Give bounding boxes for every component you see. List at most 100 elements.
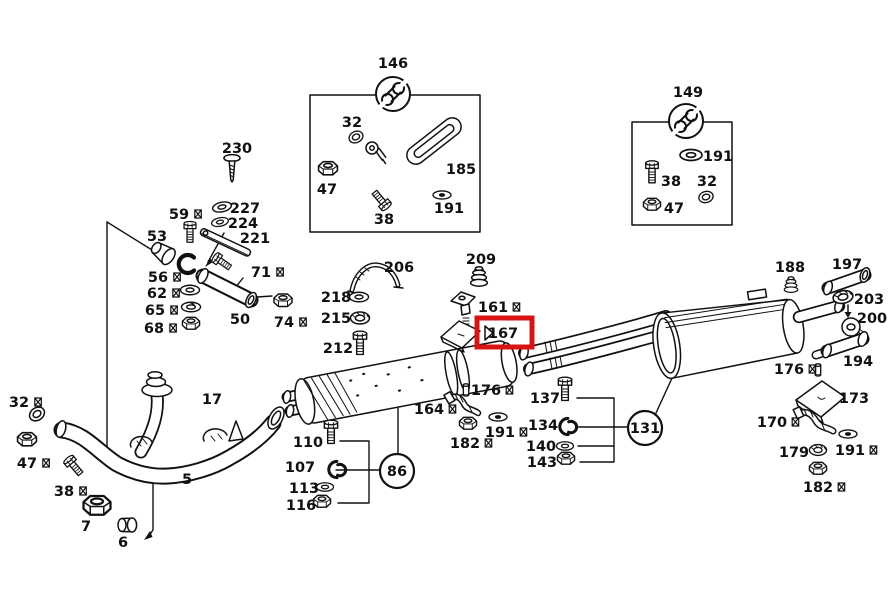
part-label-206[interactable]: 206: [384, 260, 414, 276]
part-label-173[interactable]: 173: [839, 391, 869, 407]
part-label-74[interactable]: 74: [274, 315, 294, 331]
part-label-6[interactable]: 6: [118, 535, 128, 551]
part-label-179[interactable]: 179: [779, 445, 809, 461]
part-label-209[interactable]: 209: [466, 252, 496, 268]
part-label-191[interactable]: 191: [835, 443, 865, 459]
hanger-strap-icon: [443, 390, 482, 417]
washer-icon: [488, 412, 508, 422]
bolt-icon: [62, 453, 86, 479]
part-label-116[interactable]: 116: [286, 498, 316, 514]
part-label-110[interactable]: 110: [293, 435, 323, 451]
part-label-167[interactable]: 167: [488, 326, 518, 342]
part-label-56[interactable]: 56: [148, 270, 168, 286]
screw-clamp-icon: [841, 317, 866, 337]
part-label-68[interactable]: 68: [144, 321, 164, 337]
part-label-47[interactable]: 47: [317, 182, 337, 198]
kit-box-149: [631, 104, 733, 226]
part-label-17[interactable]: 17: [202, 392, 222, 408]
rubber-buffer-icon: [783, 276, 799, 293]
crossed-box-icon: [42, 458, 50, 468]
part-label-65[interactable]: 65: [145, 303, 165, 319]
part-label-191[interactable]: 191: [703, 149, 733, 165]
part-label-197[interactable]: 197: [832, 257, 862, 273]
bracket-icon: [450, 291, 476, 331]
part-label-212[interactable]: 212: [323, 341, 353, 357]
part-label-50[interactable]: 50: [230, 312, 250, 328]
crossed-box-icon: [173, 272, 181, 282]
part-label-107[interactable]: 107: [285, 460, 315, 476]
part-label-203[interactable]: 203: [854, 292, 884, 308]
crossed-box-icon: [172, 288, 180, 298]
crossed-box-icon: [276, 267, 284, 277]
part-label-86[interactable]: 86: [387, 464, 407, 480]
part-label-218[interactable]: 218: [321, 290, 351, 306]
part-label-32[interactable]: 32: [697, 174, 717, 190]
part-label-176[interactable]: 176: [774, 362, 804, 378]
part-label-134[interactable]: 134: [528, 418, 558, 434]
part-label-71[interactable]: 71: [251, 265, 271, 281]
part-label-47[interactable]: 47: [664, 201, 684, 217]
part-label-188[interactable]: 188: [775, 260, 805, 276]
crossed-box-icon: [79, 486, 87, 496]
kit-box-146: [309, 77, 481, 233]
part-label-59[interactable]: 59: [169, 207, 189, 223]
rear-muffler-assembly: [652, 276, 846, 380]
part-label-176[interactable]: 176: [471, 383, 501, 399]
part-label-182[interactable]: 182: [803, 480, 833, 496]
part-label-5[interactable]: 5: [182, 472, 192, 488]
crossed-box-icon: [869, 445, 878, 455]
part-label-7[interactable]: 7: [81, 519, 91, 535]
spacer-tube-icon: [195, 268, 259, 309]
bolt-icon: [210, 251, 234, 273]
bolt-icon: [323, 419, 339, 445]
connecting-pipes: [518, 310, 682, 377]
part-label-32[interactable]: 32: [342, 115, 362, 131]
part-label-227[interactable]: 227: [230, 201, 260, 217]
part-label-137[interactable]: 137: [530, 391, 560, 407]
part-label-215[interactable]: 215: [321, 311, 351, 327]
heat-shield-plate-icon: [795, 380, 846, 424]
heat-shield-plate-icon: [440, 320, 481, 353]
callout-circle-131[interactable]: [626, 409, 664, 447]
part-label-230[interactable]: 230: [222, 141, 252, 157]
wrench-icon: [376, 77, 410, 111]
gasket-icon: [406, 117, 462, 165]
part-label-47[interactable]: 47: [17, 456, 37, 472]
crossed-box-icon: [837, 482, 846, 492]
part-label-191[interactable]: 191: [485, 425, 515, 441]
crossed-box-icon: [519, 427, 528, 437]
part-label-38[interactable]: 38: [374, 212, 394, 228]
bolt-icon: [352, 330, 368, 356]
part-label-53[interactable]: 53: [147, 229, 167, 245]
part-label-38[interactable]: 38: [54, 484, 74, 500]
wrench-icon: [669, 104, 703, 138]
part-label-170[interactable]: 170: [757, 415, 787, 431]
part-label-143[interactable]: 143: [527, 455, 557, 471]
part-label-191[interactable]: 191: [434, 201, 464, 217]
part-label-131[interactable]: 131: [630, 421, 660, 437]
part-label-185[interactable]: 185: [446, 162, 476, 178]
stud-icon: [365, 141, 387, 165]
part-label-200[interactable]: 200: [857, 311, 887, 327]
part-label-221[interactable]: 221: [240, 231, 270, 247]
nut-icon: [16, 431, 38, 447]
highlight-box[interactable]: [474, 315, 535, 350]
part-label-62[interactable]: 62: [147, 286, 167, 302]
seal-ring-icon: [26, 403, 48, 425]
nut-icon: [273, 293, 293, 308]
mounting-parts-right: [792, 363, 858, 475]
part-label-224[interactable]: 224: [228, 216, 258, 232]
part-label-113[interactable]: 113: [289, 481, 319, 497]
part-label-161[interactable]: 161: [478, 300, 508, 316]
part-label-164[interactable]: 164: [414, 402, 444, 418]
part-label-146[interactable]: 146: [378, 56, 408, 72]
part-label-149[interactable]: 149: [673, 85, 703, 101]
front-pipe-assembly: [53, 371, 285, 485]
part-label-32[interactable]: 32: [9, 395, 29, 411]
callout-circle-86[interactable]: [378, 452, 416, 490]
part-label-38[interactable]: 38: [661, 174, 681, 190]
part-label-194[interactable]: 194: [843, 354, 873, 370]
part-label-140[interactable]: 140: [526, 439, 556, 455]
part-label-182[interactable]: 182: [450, 436, 480, 452]
